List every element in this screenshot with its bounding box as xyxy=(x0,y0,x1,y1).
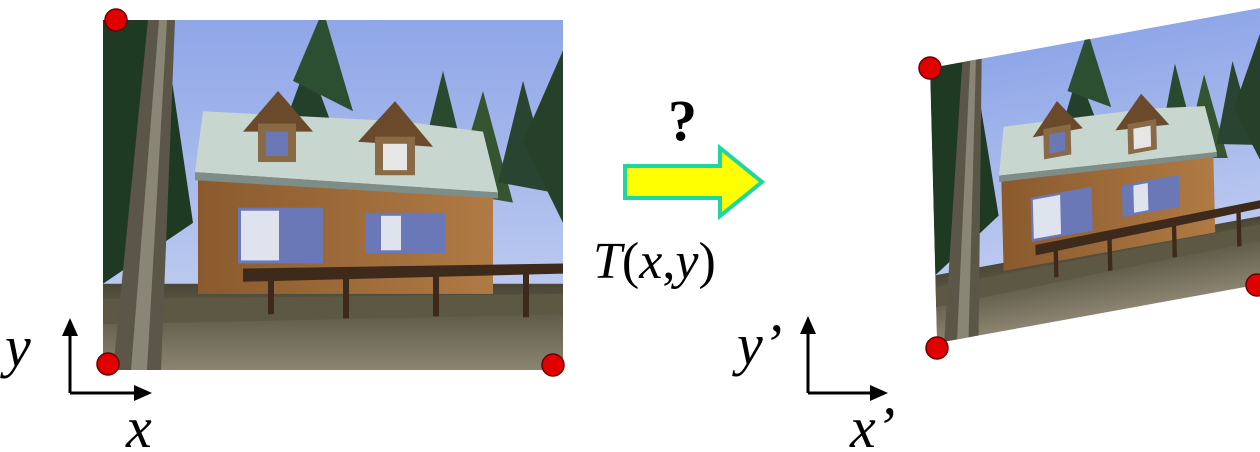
corner-dot xyxy=(925,336,949,360)
transform-arg-y: y xyxy=(670,233,699,290)
source-y-label: y xyxy=(0,314,31,379)
corner-dot xyxy=(541,353,565,377)
target-y-letter: y xyxy=(732,312,763,377)
warped-image xyxy=(930,8,1260,343)
source-image xyxy=(103,20,563,370)
source-axes: y x xyxy=(0,314,152,452)
corner-dot xyxy=(918,56,942,80)
target-y-prime: ’ xyxy=(763,312,782,377)
transform-comma: , xyxy=(662,233,675,290)
corner-dot xyxy=(1245,273,1260,297)
target-x-letter: x xyxy=(849,395,876,452)
target-y-label: y’ xyxy=(732,312,782,377)
transform-arg-x: x xyxy=(638,233,662,290)
transform-arrow xyxy=(623,143,766,221)
target-axes: y’ x’ xyxy=(732,312,895,452)
transform-open-paren: ( xyxy=(622,233,639,290)
target-corner-dots xyxy=(918,56,1260,360)
corner-dot xyxy=(96,352,120,376)
corner-dot xyxy=(104,8,128,32)
source-corner-dots xyxy=(96,8,565,377)
target-x-prime: ’ xyxy=(876,395,895,452)
transform-name: T xyxy=(593,233,625,290)
source-x-label: x xyxy=(125,395,152,452)
target-x-label: x’ xyxy=(849,395,895,452)
transform-label: T(x,y) xyxy=(593,233,716,290)
transform-close-paren: ) xyxy=(698,233,715,290)
question-mark: ? xyxy=(668,88,697,153)
